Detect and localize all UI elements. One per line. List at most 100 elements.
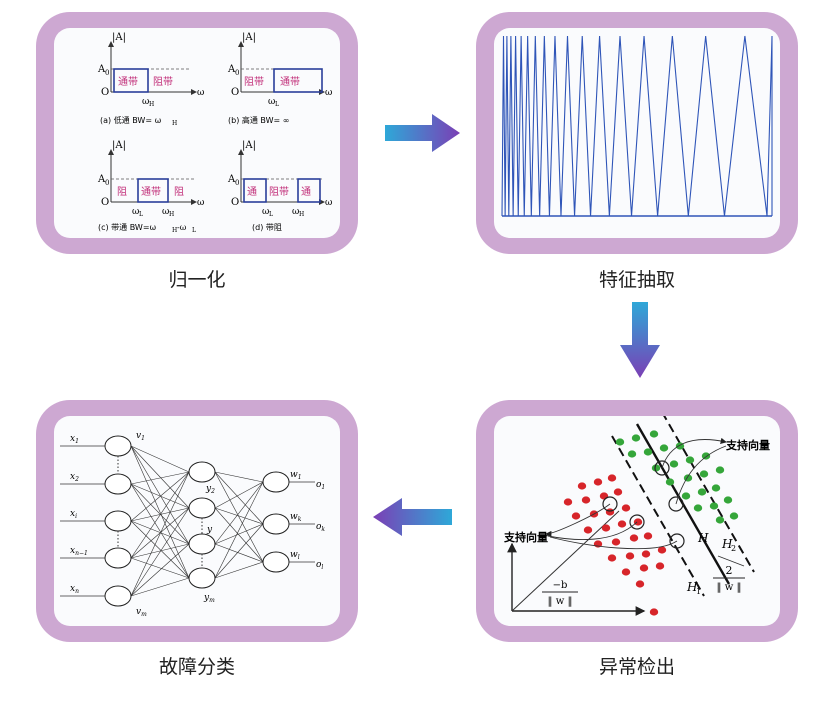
anomaly-sample-point [607,554,617,562]
stop-label: 阻 [117,186,127,198]
origin-label: O [231,197,239,208]
nn-edge [214,481,264,509]
axis-omega: ω [197,88,204,98]
input-label: x2 [70,472,79,483]
normal-sample-point [659,444,669,452]
caption-normalization: 归一化 [168,269,226,291]
normal-sample-point [701,452,711,460]
axis-label-A: |A| [112,140,126,151]
nn-edge [130,471,190,485]
callout-line [675,445,727,505]
nn-connections [60,445,315,597]
normal-sample-point [709,502,719,510]
nn-edge [130,445,190,509]
omega-label: ω [262,207,269,217]
margin-arrow [717,555,745,567]
amplitude-sub: 0 [235,69,239,77]
amplitude-label: A [227,64,236,75]
normal-sample-point [711,484,721,492]
hidden2-label: y [206,525,213,535]
caption-feature-extraction: 特征抽取 [598,269,675,291]
margin-denominator: ‖ w ‖ [717,582,742,593]
nn-edge [214,523,264,545]
caption-anomaly-detection: 异常检出 [598,656,675,678]
normal-sample-point [699,470,709,478]
nn-edge [214,523,264,579]
stop-band-label: 阻带 [244,76,264,88]
support-vector-ring [654,460,670,476]
hyperplane-H1 [611,435,705,597]
nn-edge [130,471,190,522]
omega-label: ω [268,97,275,107]
anomaly-sample-point [633,518,643,526]
anomaly-sample-point [657,546,667,554]
bias-numerator: −b [553,580,568,591]
normal-sample-point [685,456,695,464]
anomaly-sample-point [563,498,573,506]
margin-numerator: 2 [726,564,733,577]
callout-line [549,536,678,550]
normal-sample-point [649,430,659,438]
nn-edge [214,471,264,525]
axis-label-A: |A| [112,32,126,43]
anomaly-sample-point [593,478,603,486]
pass-label: 通 [247,186,257,198]
axis-label-A: |A| [242,32,256,43]
anomaly-sample-point [639,564,649,572]
normal-sample-point [643,448,653,456]
nn-edge [130,520,190,545]
anomaly-sample-point [621,504,631,512]
weight-label: w1 [290,470,302,481]
anomaly-sample-point [655,562,665,570]
caption-lowpass-sub: H [172,120,177,127]
amplitude-label: A [97,64,106,75]
filter-types-diagram: |A| A 0 O 通带 阻带 ω H ω (a) 低通 BW= ω H |A|… [97,32,332,234]
normal-sample-point [627,450,637,458]
hidden2-label: y2 [205,484,215,495]
callout-line [547,521,638,541]
input-label: x1 [70,434,79,445]
caption-sub: L [192,227,196,234]
nn-edge [214,561,264,579]
bias-denominator: ‖ w ‖ [548,596,573,607]
label-H2: H [721,537,733,551]
stop-band-label: 阻带 [269,186,289,198]
normal-sample-point [681,492,691,500]
nn-neuron [188,567,216,589]
arrow-down [620,302,660,378]
caption-mid: -ω [177,223,187,232]
caption-sub: H [172,227,177,234]
anomaly-sample-point [611,538,621,546]
feature-extraction-figure [494,28,780,238]
nn-neuron [188,497,216,519]
pass-band-label: 通带 [141,186,161,198]
omega-sub: L [269,211,273,218]
omega-sub: L [275,101,279,108]
anomaly-sample-point [583,526,593,534]
nn-edge [130,543,190,559]
normal-sample-point [631,434,641,442]
input-label: xn−1 [70,546,88,557]
pass-band-label: 通带 [280,76,300,88]
output-label: ok [316,522,325,533]
axis-omega: ω [325,198,332,208]
stop-label: 阻 [174,186,184,198]
normal-sample-point [715,466,725,474]
nn-neuron [104,435,132,457]
amplitude-sub: 0 [235,179,239,187]
nn-edge [130,445,190,473]
caption-bandpass: (c) 带通 BW=ω [98,222,157,232]
nn-edge [130,471,190,559]
anomaly-sample-point [601,524,611,532]
nn-neuron [104,473,132,495]
nn-neuron [104,510,132,532]
arrow-left [373,498,452,536]
hidden2-label: ym [203,593,215,604]
chirp-sweep-plot [501,35,773,217]
origin-label: O [231,87,239,98]
amplitude-sub: 0 [105,179,109,187]
caption-bandstop: (d) 带阻 [252,223,282,232]
anomaly-sample-point [621,568,631,576]
nn-edge [214,507,264,525]
